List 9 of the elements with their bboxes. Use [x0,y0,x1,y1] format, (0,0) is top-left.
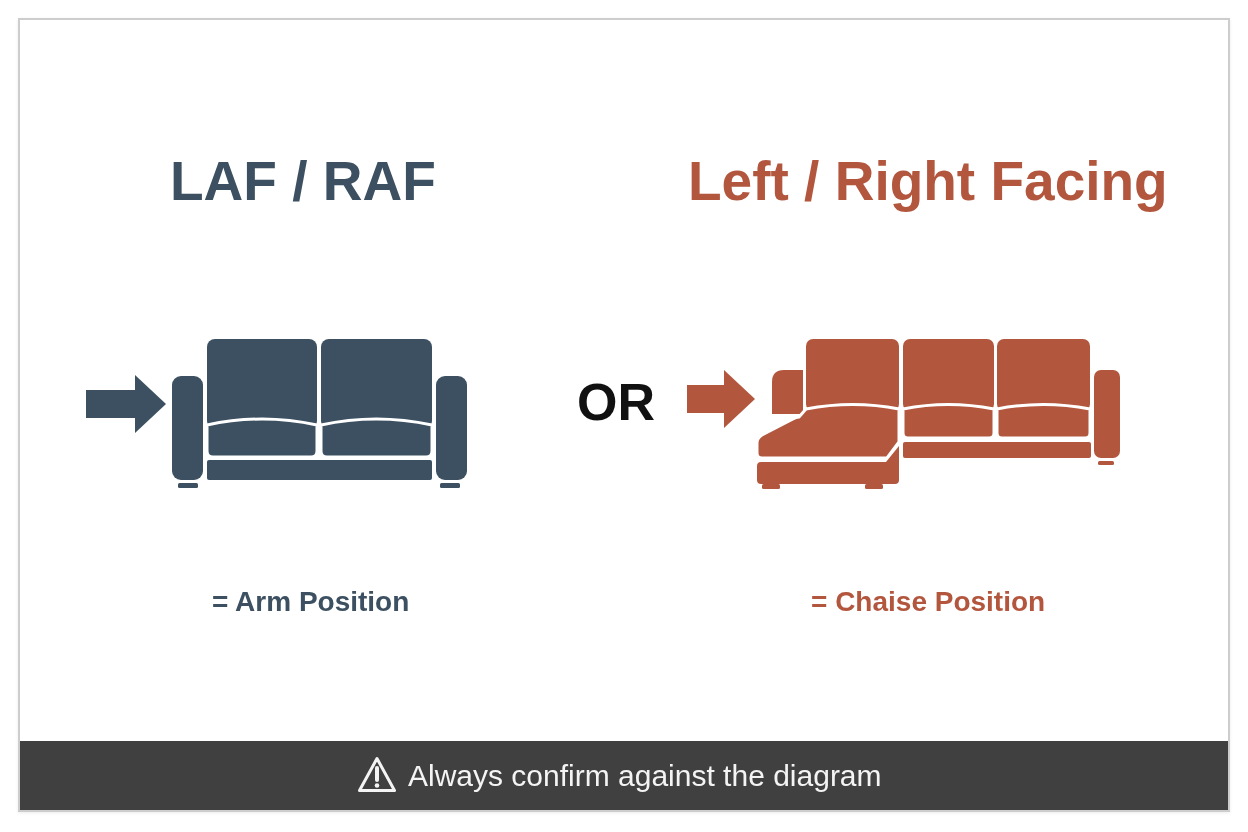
caption-text: = Chaise Position [811,588,1046,616]
caption-text: = Arm Position [212,588,410,616]
arrow [687,370,755,428]
arrow [86,375,166,433]
sofa-drawing [172,338,468,490]
banner-text: Always confirm against the diagram [408,759,882,793]
sectional-sofa-drawing [757,338,1121,490]
separator-word: OR [577,376,655,428]
column-heading: LAF / RAF [170,154,436,209]
